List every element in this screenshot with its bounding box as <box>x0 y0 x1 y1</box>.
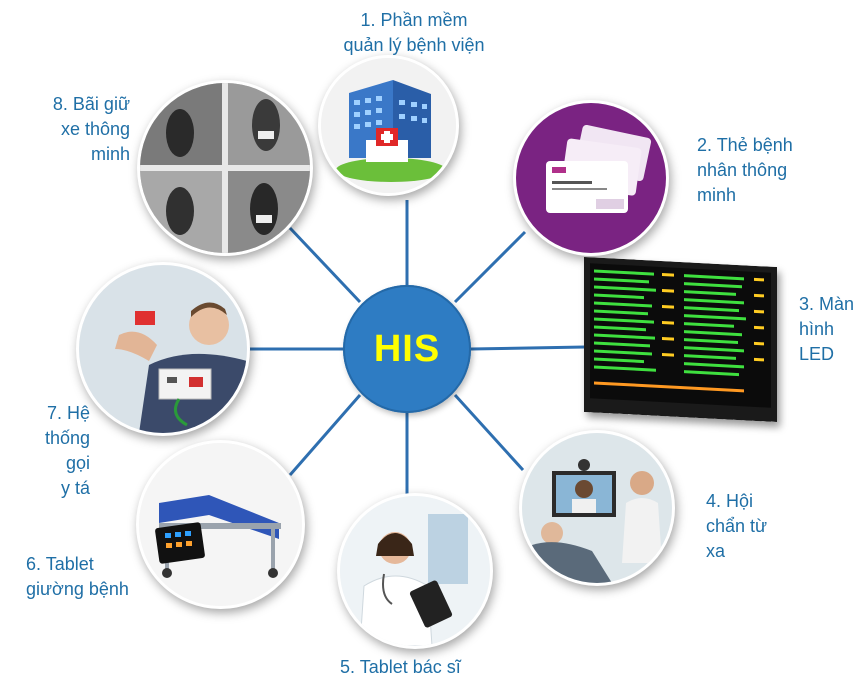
nurse-call-button-icon <box>76 262 250 436</box>
hospital-building-icon <box>318 55 459 196</box>
led-board-icon <box>584 256 777 423</box>
node-label-bed-tablet: 6. Tablet giường bệnh <box>26 554 129 599</box>
spoke-8 <box>288 226 362 304</box>
parking-camera-icon <box>137 80 313 256</box>
hospital-bed-icon <box>136 440 305 609</box>
video-conference-icon <box>519 430 675 586</box>
spoke-3 <box>470 345 586 351</box>
hub-label: HIS <box>373 327 441 370</box>
his-hub: HIS <box>343 285 471 413</box>
node-label-smart-parking: 8. Bãi giữ xe thông minh <box>52 94 130 164</box>
node-label-hospital-software: 1. Phần mềm quản lý bệnh viện <box>343 10 485 55</box>
node-label-smart-patient-card: 2. Thẻ bệnh nhân thông minh <box>697 135 793 205</box>
node-label-doctor-tablet: 5. Tablet bác sĩ <box>340 657 461 677</box>
doctor-icon <box>337 493 493 649</box>
node-label-led-screen: 3. Màn hình LED <box>799 294 855 364</box>
spoke-6 <box>288 394 362 476</box>
spoke-2 <box>453 230 527 304</box>
patient-card-icon <box>513 100 669 256</box>
node-label-nurse-call: 7. Hệ thống gọi y tá <box>44 403 90 498</box>
spoke-4 <box>453 393 525 472</box>
node-label-teleconsultation: 4. Hội chẩn từ xa <box>706 491 768 561</box>
